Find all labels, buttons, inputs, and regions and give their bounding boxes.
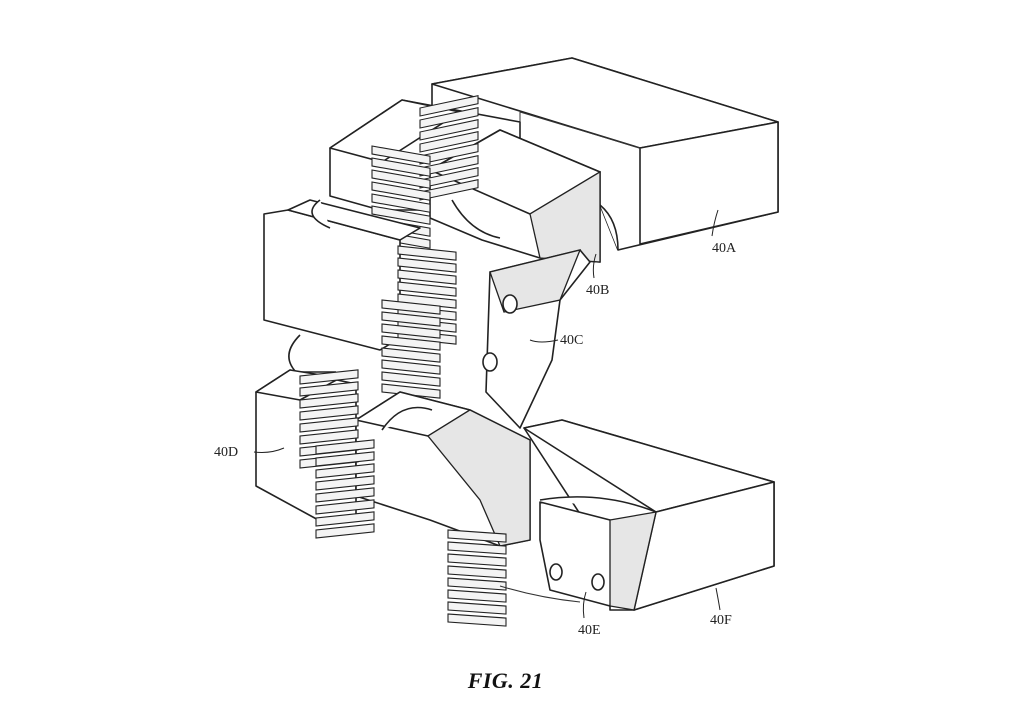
label-40a: 40A: [712, 241, 737, 256]
hole-e2: [591, 573, 605, 591]
label-40f: 40F: [710, 613, 732, 628]
hole-lower: [482, 352, 498, 372]
segment-40a: [431, 57, 779, 251]
hole-e1: [549, 563, 563, 581]
hole-upper: [502, 294, 518, 314]
leader-lines: [253, 209, 721, 619]
label-40d: 40D: [214, 445, 238, 460]
segment-40d: [255, 369, 531, 547]
label-40c: 40C: [560, 333, 583, 348]
segment-40c: [263, 199, 591, 429]
label-40e: 40E: [578, 623, 601, 638]
figure-caption: FIG. 21: [467, 668, 544, 693]
segment-40e: [499, 501, 657, 611]
label-40b: 40B: [586, 283, 609, 298]
